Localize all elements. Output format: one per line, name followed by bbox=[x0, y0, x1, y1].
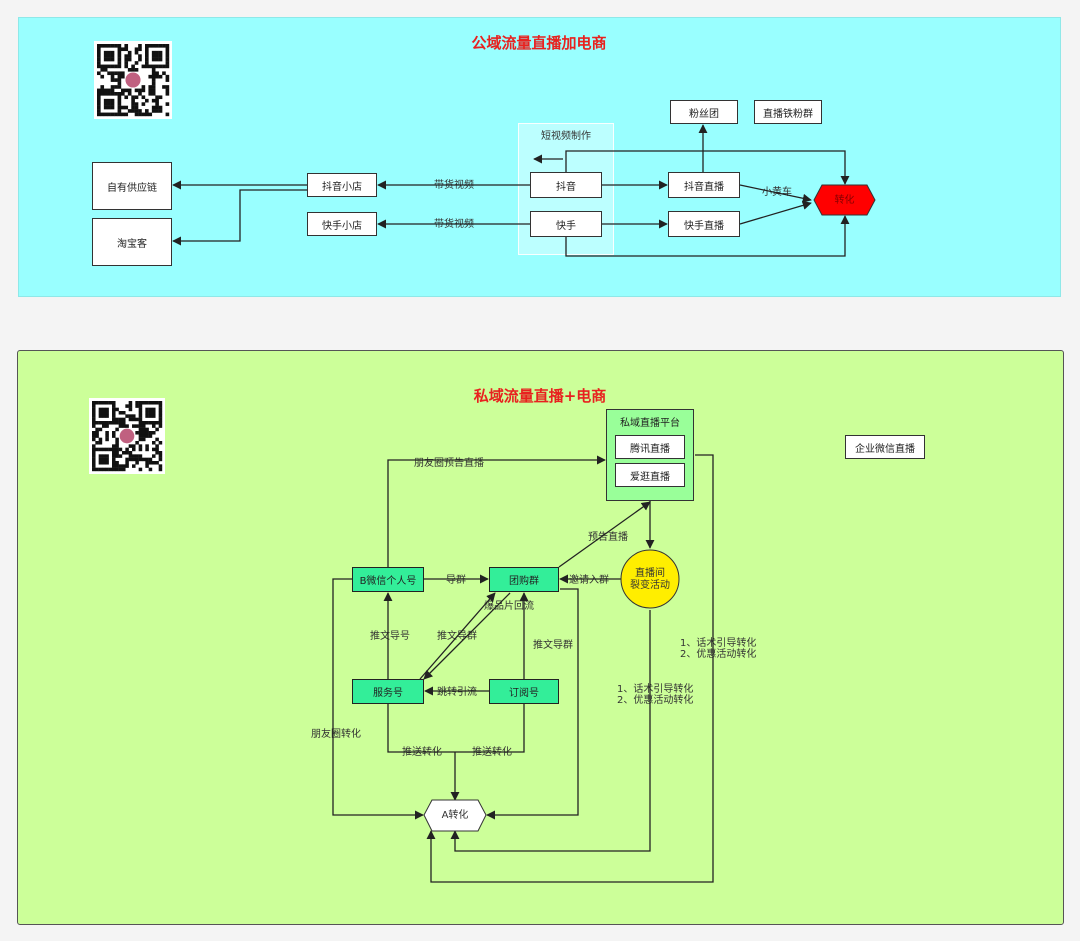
edge-label-jump-traffic: 跳转引流 bbox=[437, 687, 477, 698]
node-kuaishou-shop[interactable]: 快手小店 bbox=[307, 212, 377, 236]
edge-fission-to-a bbox=[450, 610, 651, 852]
edge-service-to-group bbox=[419, 592, 496, 680]
node-taobao[interactable]: 淘宝客 bbox=[92, 218, 172, 266]
node-douyin-shop[interactable]: 抖音小店 bbox=[307, 173, 377, 197]
edge-label-invite-group: 邀请入群 bbox=[569, 575, 609, 586]
edge-label-script-convert-b: 1、话术引导转化 2、优惠活动转化 bbox=[617, 684, 694, 706]
node-group-buy[interactable]: 团购群 bbox=[489, 567, 559, 592]
edge-moments-convert bbox=[332, 578, 424, 820]
node-subscription[interactable]: 订阅号 bbox=[489, 679, 559, 704]
edge-group-to-service bbox=[423, 592, 511, 680]
node-wecom-live[interactable]: 企业微信直播 bbox=[845, 435, 925, 459]
public-traffic-title: 公域流量直播加电商 bbox=[471, 34, 607, 52]
node-fission[interactable]: 直播间 裂变活动 bbox=[630, 568, 670, 591]
node-fan-group[interactable]: 粉丝团 bbox=[670, 100, 738, 124]
node-a-convert-shape bbox=[423, 799, 487, 832]
edge-douyin-top-to-convert bbox=[565, 150, 850, 185]
edge-label-script-convert-a: 1、话术引导转化 2、优惠活动转化 bbox=[680, 638, 757, 660]
qr-code-icon bbox=[89, 398, 165, 474]
node-live-fan-group[interactable]: 直播铁粉群 bbox=[754, 100, 822, 124]
edge-service-down bbox=[387, 704, 525, 753]
platform-group-label: 私域直播平台 bbox=[620, 418, 680, 429]
node-fission-shape bbox=[620, 549, 680, 609]
edge-label-push-group2: 推文导群 bbox=[533, 640, 573, 651]
edge-moments-preview bbox=[387, 455, 606, 567]
private-traffic-title: 私域流量直播+电商 bbox=[473, 387, 607, 405]
edge-group-to-a bbox=[486, 588, 579, 820]
node-personal-wechat[interactable]: B微信个人号 bbox=[352, 567, 424, 592]
qr-code-icon bbox=[89, 398, 165, 478]
edge-kuaishou-live-to-convert bbox=[739, 200, 812, 225]
node-kuaishou[interactable]: 快手 bbox=[530, 211, 602, 237]
short-video-group-label: 短视频制作 bbox=[541, 131, 591, 142]
node-aikan-live[interactable]: 爱逛直播 bbox=[615, 463, 685, 487]
edge-group-to-platform bbox=[558, 501, 651, 568]
node-douyin[interactable]: 抖音 bbox=[530, 172, 602, 198]
node-douyin-live[interactable]: 抖音直播 bbox=[668, 172, 740, 198]
edge-label-preview-live: 预告直播 bbox=[588, 532, 628, 543]
edge-label-push-guide: 推文导号 bbox=[370, 631, 410, 642]
node-service-account[interactable]: 服务号 bbox=[352, 679, 424, 704]
edge-platform-to-a bbox=[426, 454, 714, 883]
node-kuaishou-live[interactable]: 快手直播 bbox=[668, 211, 740, 237]
edge-label-moments-preview: 朋友圈预告直播 bbox=[414, 458, 484, 469]
edge-label-guide-group: 导群 bbox=[446, 575, 466, 586]
qr-code-icon bbox=[94, 41, 172, 119]
edge-label-replay: 爆品片回流 bbox=[484, 601, 534, 612]
edge-label-moments-convert: 朋友圈转化 bbox=[311, 729, 361, 740]
qr-code-icon bbox=[94, 41, 172, 123]
node-convert-shape bbox=[813, 184, 876, 216]
edge-douyin-live-to-convert bbox=[739, 184, 812, 203]
edge-kuaishou-bottom-to-convert bbox=[565, 215, 850, 257]
node-own-supply[interactable]: 自有供应链 bbox=[92, 162, 172, 210]
node-a-convert[interactable]: A转化 bbox=[441, 810, 469, 821]
edge-shop-to-taobao bbox=[172, 189, 307, 246]
node-convert[interactable]: 转化 bbox=[834, 195, 855, 206]
node-tencent-live[interactable]: 腾讯直播 bbox=[615, 435, 685, 459]
